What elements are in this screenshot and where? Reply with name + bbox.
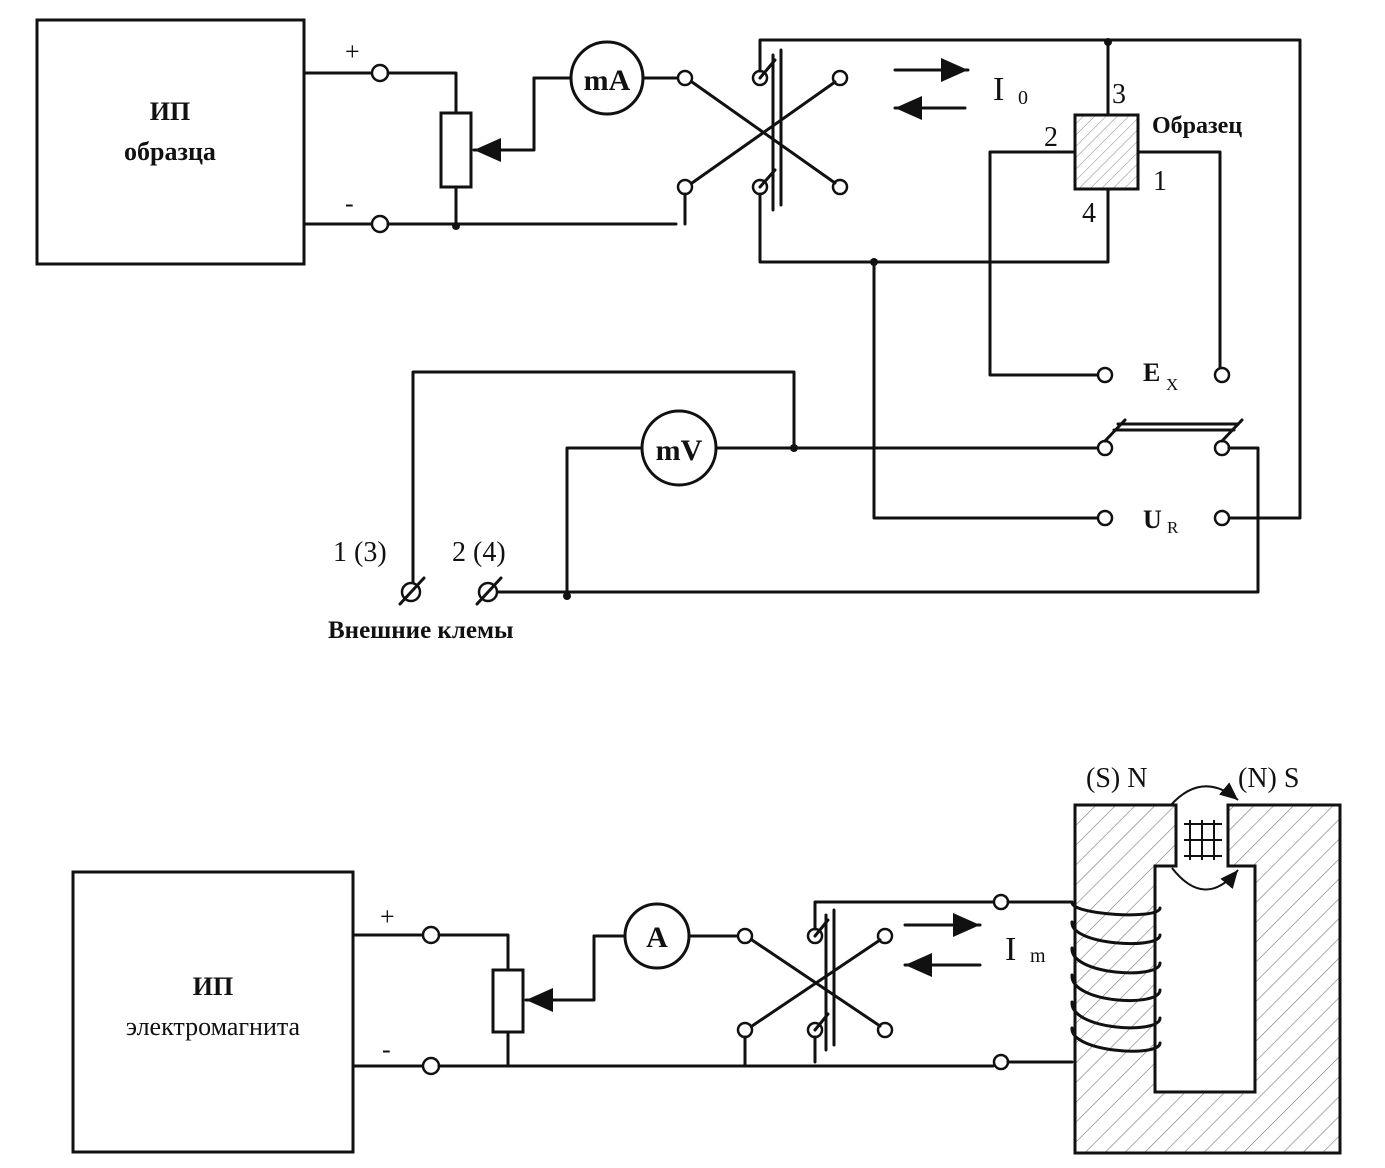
sample-minus-terminal	[370, 214, 390, 234]
magnet-current-subscript: m	[1030, 945, 1046, 967]
coil-terminal-top	[992, 893, 1010, 911]
sample-minus-label: -	[345, 189, 354, 218]
electromagnet-plus-terminal	[421, 925, 441, 945]
ur-terminal-left	[1096, 509, 1114, 527]
right-pole-label: (N) S	[1238, 763, 1299, 794]
electromagnet	[1073, 782, 1342, 1155]
ex-terminal-right	[1213, 366, 1231, 384]
sample-psu-label-1: ИП	[150, 97, 190, 126]
electromagnet-reversing-switch	[736, 908, 894, 1068]
left-pole-label: (S) N	[1086, 763, 1147, 794]
external-clamps-label: Внешние клемы	[328, 617, 514, 644]
electromagnet-minus-label: -	[382, 1035, 391, 1064]
electromagnet-coil	[1006, 900, 1162, 1064]
electromagnet-psu-label-2: электромагнита	[126, 1012, 301, 1041]
sample-reversing-switch	[676, 48, 849, 226]
sample-pin-3: 3	[1112, 79, 1126, 110]
ammeter-label: A	[646, 921, 668, 954]
electromagnet-psu-label-1: ИП	[193, 972, 233, 1001]
milliammeter-label: mA	[584, 64, 631, 97]
millivoltmeter-label: mV	[656, 434, 703, 467]
clamp-1-label: 1 (3)	[333, 537, 387, 568]
electromagnet-rheostat	[491, 968, 525, 1034]
sample-power-supply	[35, 18, 306, 266]
ex-label: E	[1143, 358, 1160, 387]
sample-pin-4: 4	[1082, 198, 1096, 229]
ur-subscript: R	[1167, 518, 1179, 537]
ex-subscript: X	[1166, 375, 1178, 394]
ur-terminal-right	[1213, 509, 1231, 527]
sample-rheostat	[439, 111, 473, 189]
sample-psu-label-2: образца	[124, 137, 216, 166]
measurement-selector-switch	[1096, 418, 1244, 457]
sample-current-subscript: 0	[1018, 87, 1028, 109]
sample-plus-label: +	[345, 37, 360, 66]
electromagnet-plus-label: +	[380, 902, 395, 931]
sample-label: Образец	[1152, 113, 1242, 139]
sample-element	[1073, 113, 1140, 191]
sample-pin-2: 2	[1044, 122, 1058, 153]
electromagnet-power-supply	[71, 870, 355, 1154]
magnet-current-label: I	[1005, 931, 1016, 968]
sample-plus-terminal	[370, 63, 390, 83]
clamp-2-label: 2 (4)	[452, 537, 506, 568]
sample-pin-1: 1	[1153, 166, 1167, 197]
ex-terminal-left	[1096, 366, 1114, 384]
coil-terminal-bottom	[992, 1053, 1010, 1071]
ur-label: U	[1143, 505, 1162, 534]
electromagnet-circuit: ИП электромагнита + - A	[71, 763, 1342, 1155]
sample-current-label: I	[993, 71, 1004, 108]
sample-circuit: ИП образца + - mA	[35, 18, 1302, 644]
electromagnet-minus-terminal	[421, 1056, 441, 1076]
